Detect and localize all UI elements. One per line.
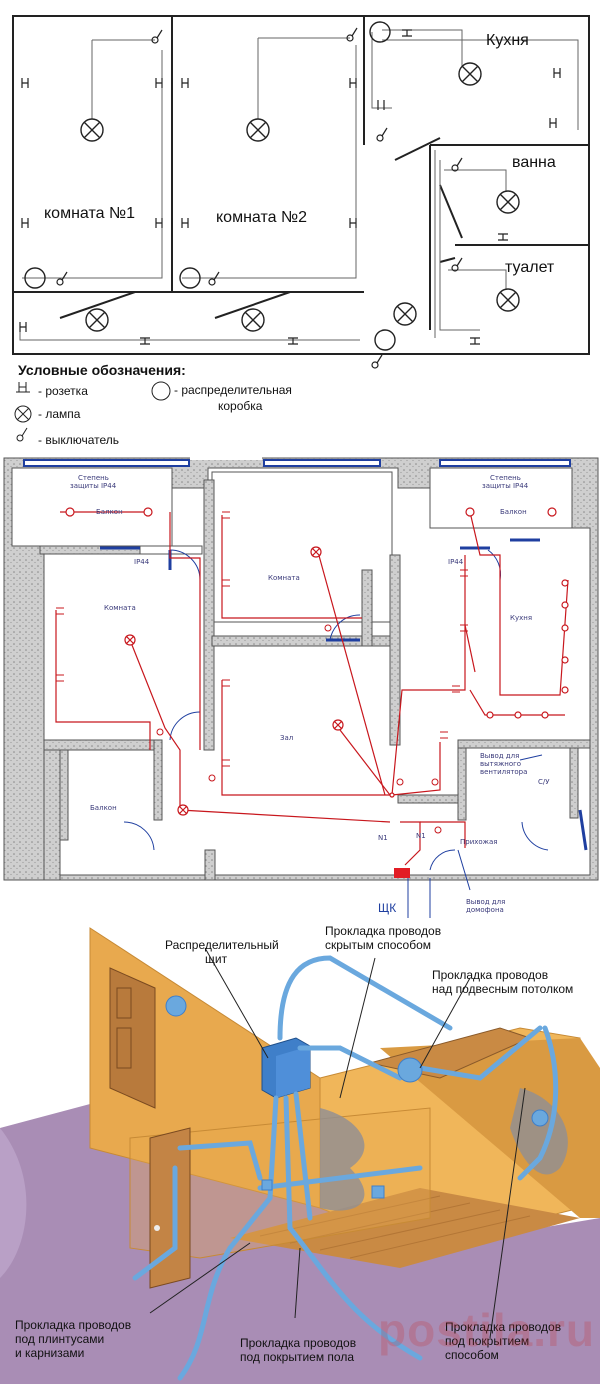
caption-skirting-1: Прокладка проводов [15,1318,132,1332]
intercom-label-2: домофона [466,906,504,914]
panel-label: ЩК [378,901,396,915]
junction-box-icon [24,21,396,351]
corridor-label: Прихожая [460,838,498,846]
caption-plaster-2: под покрытием [445,1334,530,1348]
n1-label-b: N1 [416,832,426,840]
caption-ceiling-2: над подвесным потолком [432,982,574,996]
balcony-left-label: Балкон [96,508,123,516]
floor-plan-detailed-drawing: Степень защиты IP44 Балкон Степень защит… [3,450,599,918]
switch-icon [16,427,28,442]
caption-floor-2: под покрытием пола [240,1350,355,1364]
caption-panel-1: Распределительный [165,938,279,952]
legend-title: Условные обозначения: [18,362,186,378]
su-label: С/У [538,778,550,786]
wiring-illustration: Распределительный щит Прокладка проводов… [0,918,600,1384]
ip-rating-left-2: защиты IP44 [70,482,117,490]
ip44-right: IP44 [448,558,464,566]
legend-switch: - выключатель [38,433,120,447]
caption-hidden-2: скрытым способом [325,938,432,952]
lamp-icon [80,62,520,332]
balcony-right-label: Балкон [500,508,527,516]
lamp-icon [14,405,32,423]
distribution-panel [394,868,410,878]
room-label-toilet: туалет [505,259,555,276]
caption-skirting-2: под плинтусами [15,1332,105,1346]
legend-lamp: - лампа [38,407,81,421]
caption-floor-1: Прокладка проводов [240,1336,357,1350]
switch-icon [56,27,463,369]
caption-panel-2: щит [205,952,228,966]
room-label-2: комната №2 [216,209,307,226]
socket-icon [16,382,30,393]
ip-rating-right-2: защиты IP44 [482,482,529,490]
caption-plaster-3: способом [445,1348,499,1362]
legend-junction: - распределительная [174,383,292,397]
room-label-kitchen: Кухня [486,32,529,49]
caption-ceiling-1: Прокладка проводов [432,968,549,982]
storage-label: Балкон [90,804,117,812]
floor-plan-detailed: Степень защиты IP44 Балкон Степень защит… [0,450,600,918]
watermark: postila.ru [378,1304,596,1356]
floor-plan-simple: комната №1 комната №2 Кухня ванна туалет… [0,0,600,450]
hall-label: Зал [280,734,293,742]
kitchen-label: Кухня [510,614,532,622]
distribution-panel-icon [261,1037,311,1099]
ip44-left: IP44 [134,558,150,566]
room-mid-label: Комната [268,574,300,582]
room-label-bath: ванна [512,154,556,171]
vent-label-2: вытяжного [480,760,521,768]
legend-junction-2: коробка [218,399,263,413]
junction-box-icon [151,381,171,401]
floor-plan-simple-drawing: комната №1 комната №2 Кухня ванна туалет [12,15,590,369]
ip-rating-right: Степень [490,474,521,482]
caption-skirting-3: и карнизами [15,1346,85,1360]
intercom-label-1: Вывод для [466,898,505,906]
caption-hidden-1: Прокладка проводов [325,924,442,938]
vent-label-3: вентилятора [480,768,527,776]
ip-rating-left: Степень [78,474,109,482]
caption-plaster-1: Прокладка проводов [445,1320,562,1334]
legend-icons [14,382,32,442]
room-left-label: Комната [104,604,136,612]
n1-label-a: N1 [378,834,388,842]
vent-label-1: Вывод для [480,752,519,760]
wiring-illustration-drawing [0,927,600,1384]
socket-icon [19,29,561,345]
legend-socket: - розетка [38,384,88,398]
room-label-1: комната №1 [44,205,135,222]
